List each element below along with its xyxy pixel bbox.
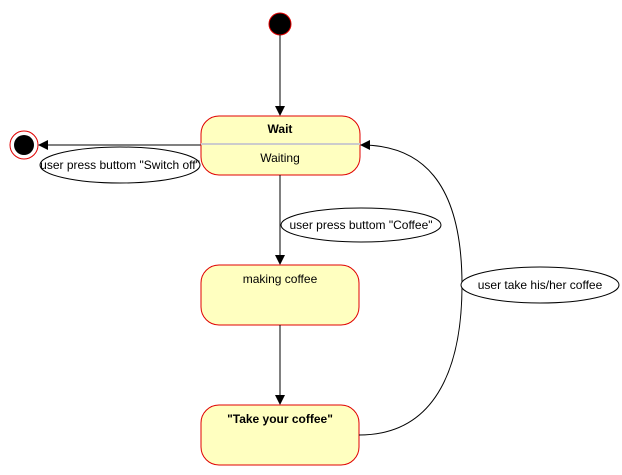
state-wait-title: Wait <box>268 122 293 136</box>
svg-text:user press buttom "Coffee": user press buttom "Coffee" <box>289 218 432 232</box>
state-take-coffee-title: "Take your coffee" <box>227 412 333 426</box>
state-wait-activity: Waiting <box>260 151 300 165</box>
svg-text:user take his/her coffee: user take his/her coffee <box>478 278 603 292</box>
state-take-coffee[interactable]: "Take your coffee" <box>200 404 360 466</box>
edge-take-coffee-to-wait <box>358 140 463 436</box>
state-making-coffee[interactable]: making coffee <box>200 264 360 326</box>
final-node[interactable] <box>9 130 39 160</box>
svg-text:user press buttom "Switch off": user press buttom "Switch off" <box>40 158 200 172</box>
state-making-coffee-title: making coffee <box>243 272 318 286</box>
initial-node[interactable] <box>268 12 292 36</box>
transition-label-switch-off: user press buttom "Switch off" <box>39 146 201 184</box>
state-wait[interactable]: Wait Waiting <box>200 115 361 176</box>
transition-label-take-coffee: user take his/her coffee <box>460 266 620 304</box>
transition-label-coffee: user press buttom "Coffee" <box>280 207 442 243</box>
